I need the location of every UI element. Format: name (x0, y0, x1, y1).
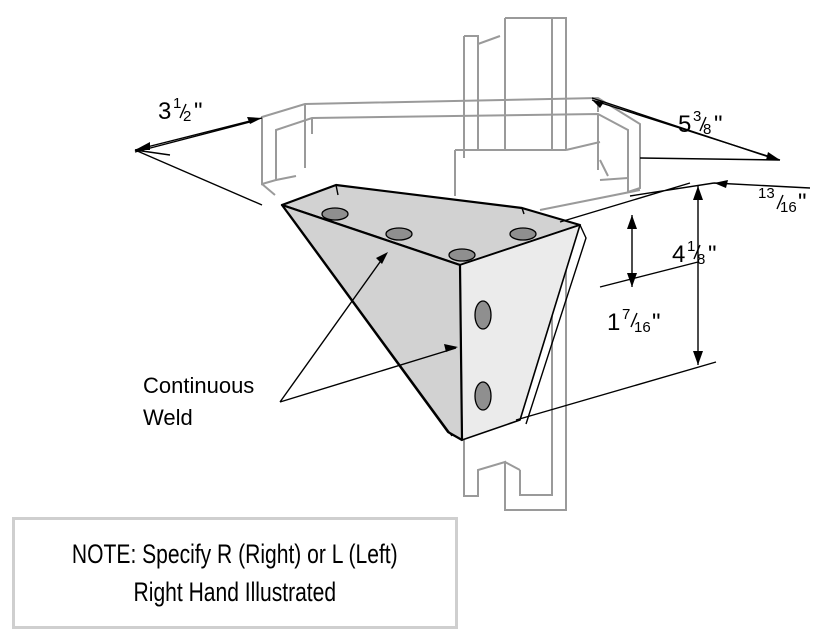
top-hole-4 (509, 227, 537, 241)
dim-4-1-8-whole: 4 (672, 241, 685, 268)
vertical-channel (463, 17, 567, 511)
dim-13-16-den: 16 (780, 199, 797, 216)
dim-1-7-16-unit: " (652, 309, 661, 336)
side-hole-1 (474, 300, 492, 330)
dim-5-3-8-unit: " (714, 111, 723, 138)
dim-1-7-16-whole: 1 (607, 309, 620, 336)
dim-4-1-8-num: 1 (687, 238, 695, 255)
dim-3-1-2-whole: 3 (158, 98, 171, 125)
dim-5-3-8-num: 3 (693, 108, 701, 125)
fraction-slashes (179, 103, 784, 328)
top-hole-3 (448, 248, 476, 262)
bracket-gusset (280, 203, 464, 442)
callout-line-2: Weld (143, 405, 193, 430)
dim-13-16-num: 13 (758, 185, 775, 202)
dimension-lines (134, 97, 811, 421)
dim-1-7-16-den: 16 (634, 319, 651, 336)
note-line-2: Right Hand Illustrated (133, 577, 337, 607)
top-hole-2 (385, 227, 413, 241)
callout-line-1: Continuous (143, 373, 254, 398)
bracket (280, 183, 587, 442)
top-hole-1 (321, 207, 349, 221)
dim-13-16-unit: " (798, 189, 807, 216)
dim-3-1-2-unit: " (194, 98, 203, 125)
weld-callout-leaders (279, 252, 458, 403)
dim-3-1-2-num: 1 (173, 95, 181, 112)
dim-4-1-8-den: 8 (697, 251, 705, 268)
note-line-1: NOTE: Specify R (Right) or L (Left) (72, 539, 398, 569)
dim-5-3-8-whole: 5 (678, 111, 691, 138)
dim-5-3-8-den: 8 (703, 121, 711, 138)
dim-4-1-8-unit: " (708, 241, 717, 268)
note-box: NOTE: Specify R (Right) or L (Left) Righ… (12, 517, 458, 629)
dim-3-1-2-den: 2 (183, 108, 191, 125)
dim-1-7-16-num: 7 (622, 306, 630, 323)
side-hole-2 (474, 381, 492, 411)
